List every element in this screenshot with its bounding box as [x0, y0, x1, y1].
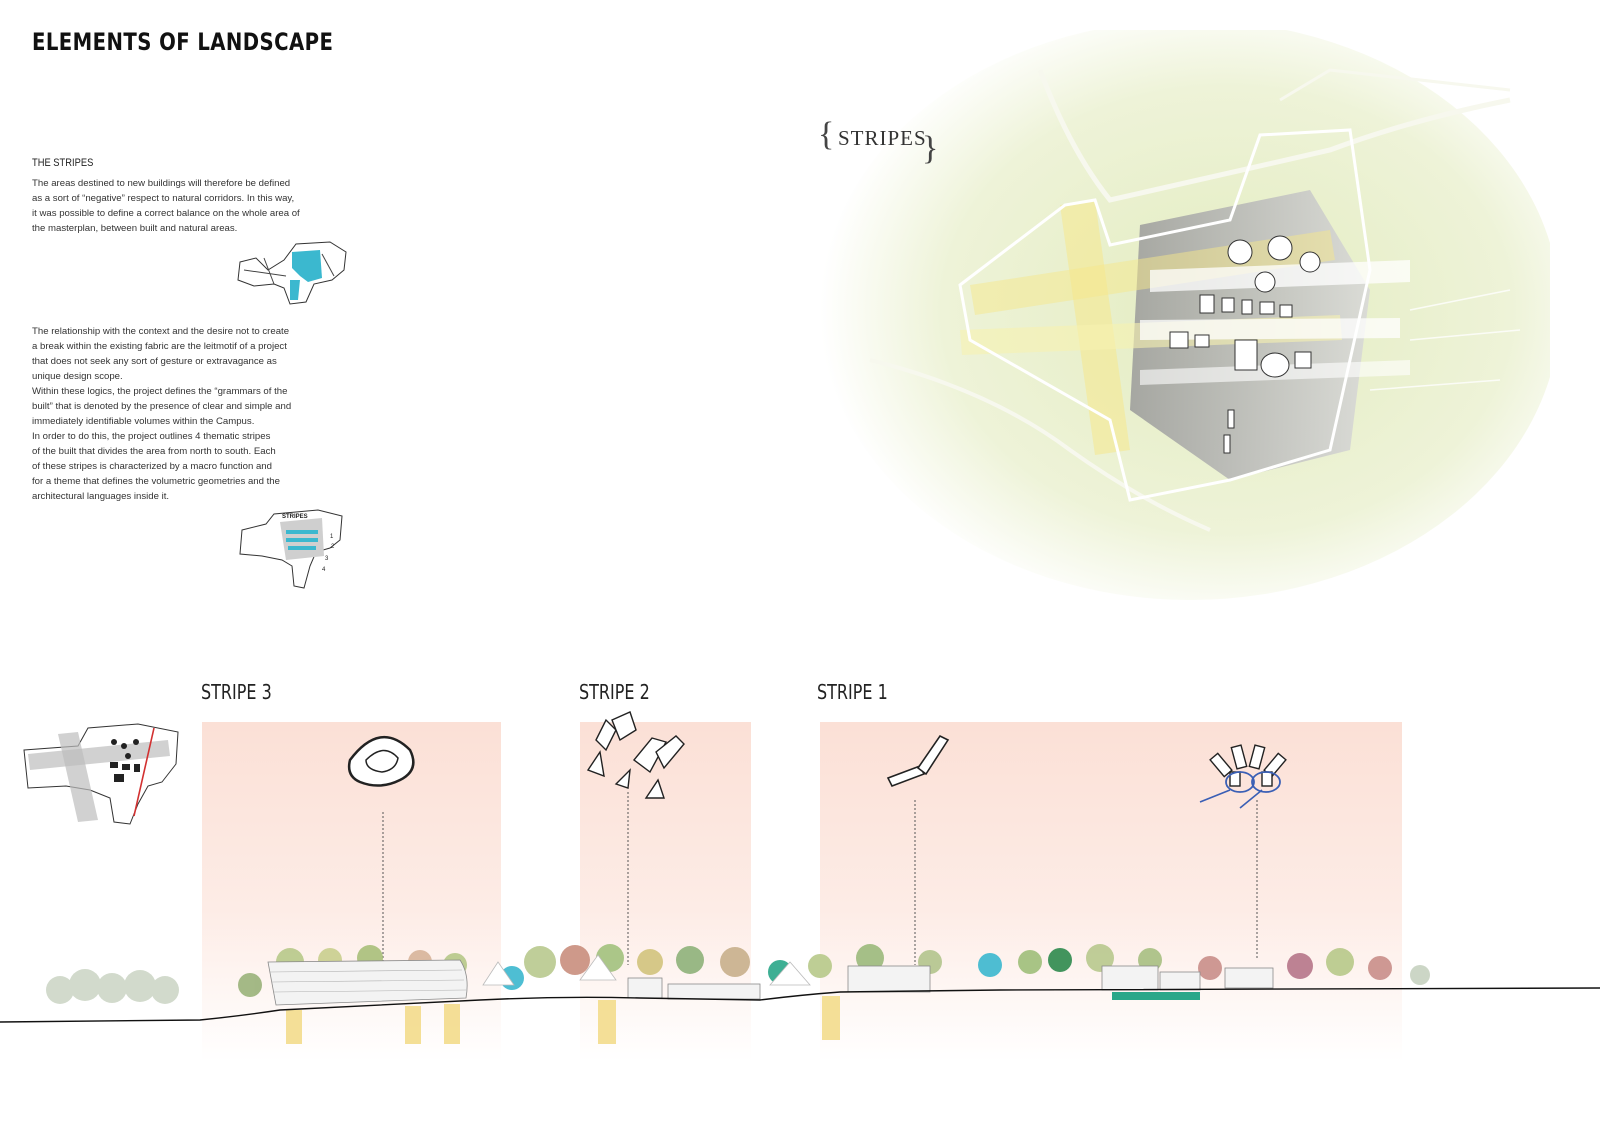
page-title: ELEMENTS OF LANDSCAPE — [32, 28, 334, 56]
stripe-1-radial-cluster-icon — [1199, 744, 1287, 809]
pillar — [444, 1004, 460, 1044]
section-building-stripe-2a — [627, 977, 663, 999]
description-paragraph-2: The relationship with the context and th… — [32, 326, 292, 502]
right-brace: } — [922, 130, 939, 167]
stripe-number-3: 3 — [325, 556, 329, 562]
section-building-stripe-1c — [1159, 971, 1201, 991]
section-building-stripe-3 — [267, 959, 468, 1006]
pillar — [598, 1000, 616, 1044]
section-building-stripe-1b — [1101, 965, 1159, 991]
stripe-1-title: STRIPE 1 — [817, 680, 888, 704]
section-building-stripe-1d — [1224, 967, 1274, 989]
negative-areas-diagram — [237, 241, 347, 305]
description-paragraph-1: The areas destined to new buildings will… — [32, 178, 300, 234]
section-key-plan — [23, 723, 179, 825]
ground-line — [0, 987, 1600, 1023]
stripe-2-title: STRIPE 2 — [579, 680, 650, 704]
landscape-section-drawing — [0, 711, 1600, 1044]
section-building-stripe-1a — [847, 965, 931, 993]
stripe-3-ring-icon — [347, 735, 415, 787]
stripe-number-1: 1 — [330, 534, 334, 540]
stripes-numbered-diagram: STRIPES 1 2 3 4 — [239, 509, 343, 589]
stripe-1-bar-icon — [886, 734, 950, 788]
map-stripes-label: STRIPES — [838, 126, 927, 150]
stripe-2-fragments-icon — [586, 711, 685, 799]
section-building-stripe-2b — [667, 983, 761, 1000]
stripe-3-title: STRIPE 3 — [201, 680, 272, 704]
pillar — [822, 996, 840, 1040]
left-brace: { — [818, 116, 835, 153]
pillar — [405, 1006, 421, 1044]
stripe-1-band — [820, 722, 1402, 1062]
small-stripes-label: STRIPES — [282, 514, 308, 520]
underground-green-element — [1112, 992, 1200, 1000]
pillar — [286, 1010, 302, 1044]
stripe-number-2: 2 — [331, 544, 335, 550]
stripe-number-4: 4 — [322, 567, 326, 573]
masterplan-aerial-map — [820, 30, 1550, 600]
section-heading: THE STRIPES — [32, 157, 94, 169]
